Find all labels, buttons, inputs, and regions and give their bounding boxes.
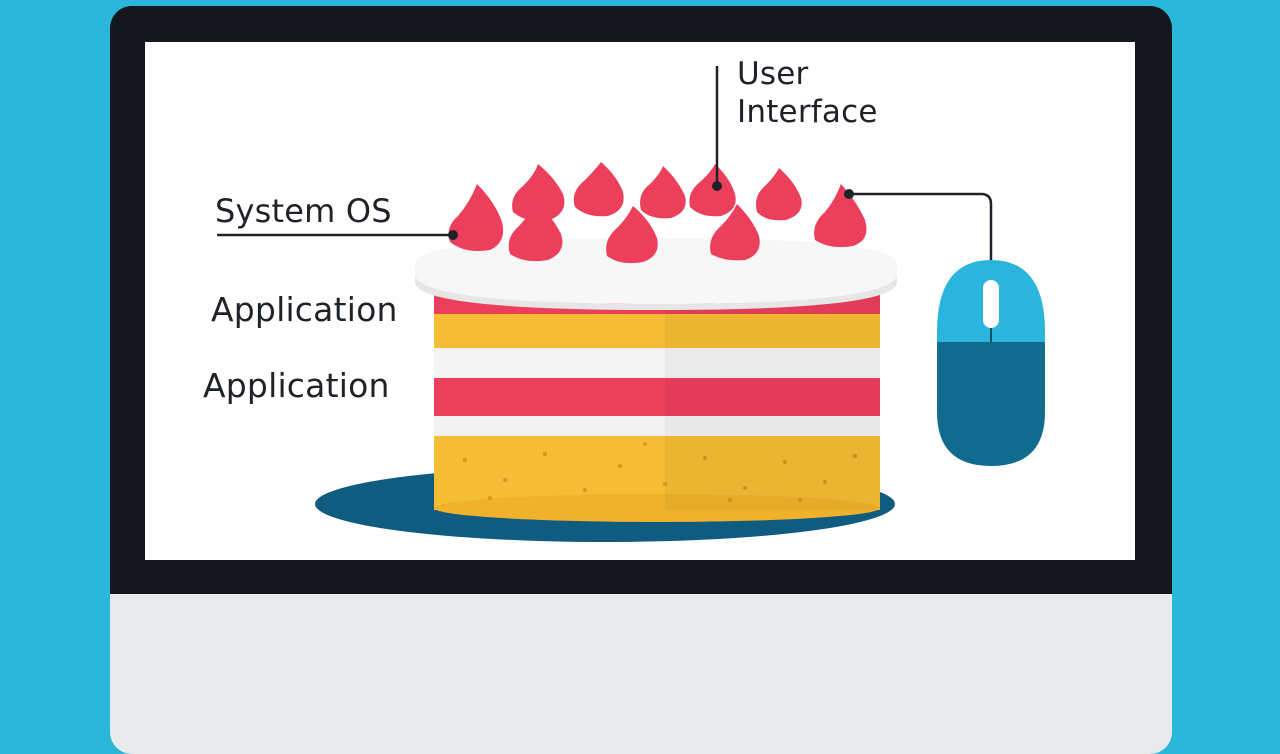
computer-mouse-icon <box>937 260 1045 466</box>
label-user-interface-line2: Interface <box>737 94 878 130</box>
cake-icon <box>415 162 897 522</box>
label-application-2: Application <box>203 366 390 405</box>
monitor-screen: User Interface System OS Application App… <box>145 42 1135 560</box>
label-connectors <box>217 66 993 304</box>
cake-bottom-edge <box>434 494 880 522</box>
label-application-1: Application <box>211 290 398 329</box>
mouse-body <box>937 332 1045 466</box>
layered-cake-diagram <box>217 66 1045 542</box>
monitor-chin <box>110 594 1172 754</box>
label-system-os: System OS <box>215 192 392 230</box>
cake-cream-layer-middle <box>434 346 880 378</box>
label-user-interface-line1: User <box>737 56 809 92</box>
cake-sponge-layer-upper <box>434 312 880 348</box>
cake-jam-layer-lower <box>434 376 880 416</box>
mouse-scroll-wheel <box>983 280 999 328</box>
connector-mouse <box>849 192 993 304</box>
cake-side-shade <box>665 292 880 510</box>
sponge-texture <box>462 442 858 502</box>
connector-dots <box>448 181 854 240</box>
frosting-dollops <box>448 162 867 264</box>
